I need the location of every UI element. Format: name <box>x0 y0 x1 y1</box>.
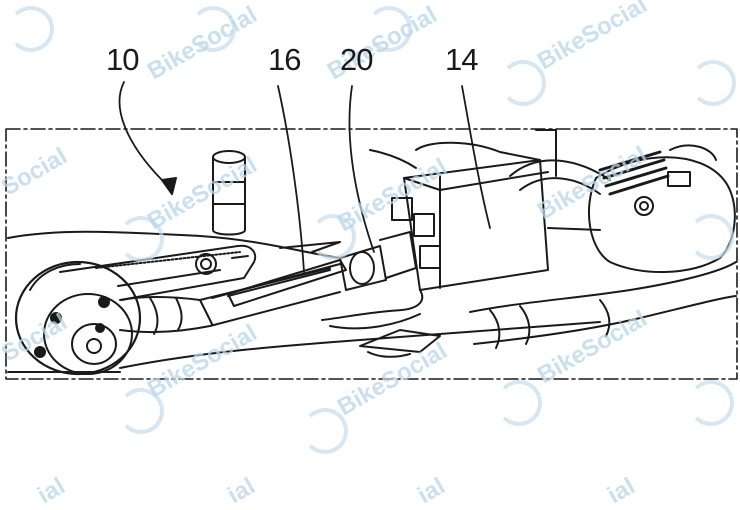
reference-label-10: 10 <box>106 42 138 78</box>
reference-label-20: 20 <box>340 42 372 78</box>
reference-label-14: 14 <box>445 42 477 78</box>
leader-16 <box>278 86 304 272</box>
leader-20 <box>349 86 374 252</box>
belt-drive <box>60 246 255 300</box>
leader-10 <box>120 82 170 188</box>
control-box-14 <box>370 143 548 290</box>
rear-hub <box>16 262 140 374</box>
upright-cylinder <box>213 151 245 235</box>
engine-head <box>589 145 735 272</box>
patent-drawing: BikeSocial BikeSocial BikeSocial Social … <box>0 0 740 493</box>
leader-14 <box>462 86 490 228</box>
reference-label-16: 16 <box>268 42 300 78</box>
arrowhead-10 <box>162 178 176 194</box>
exhaust-pipes <box>360 262 736 357</box>
base-contour <box>8 232 340 258</box>
